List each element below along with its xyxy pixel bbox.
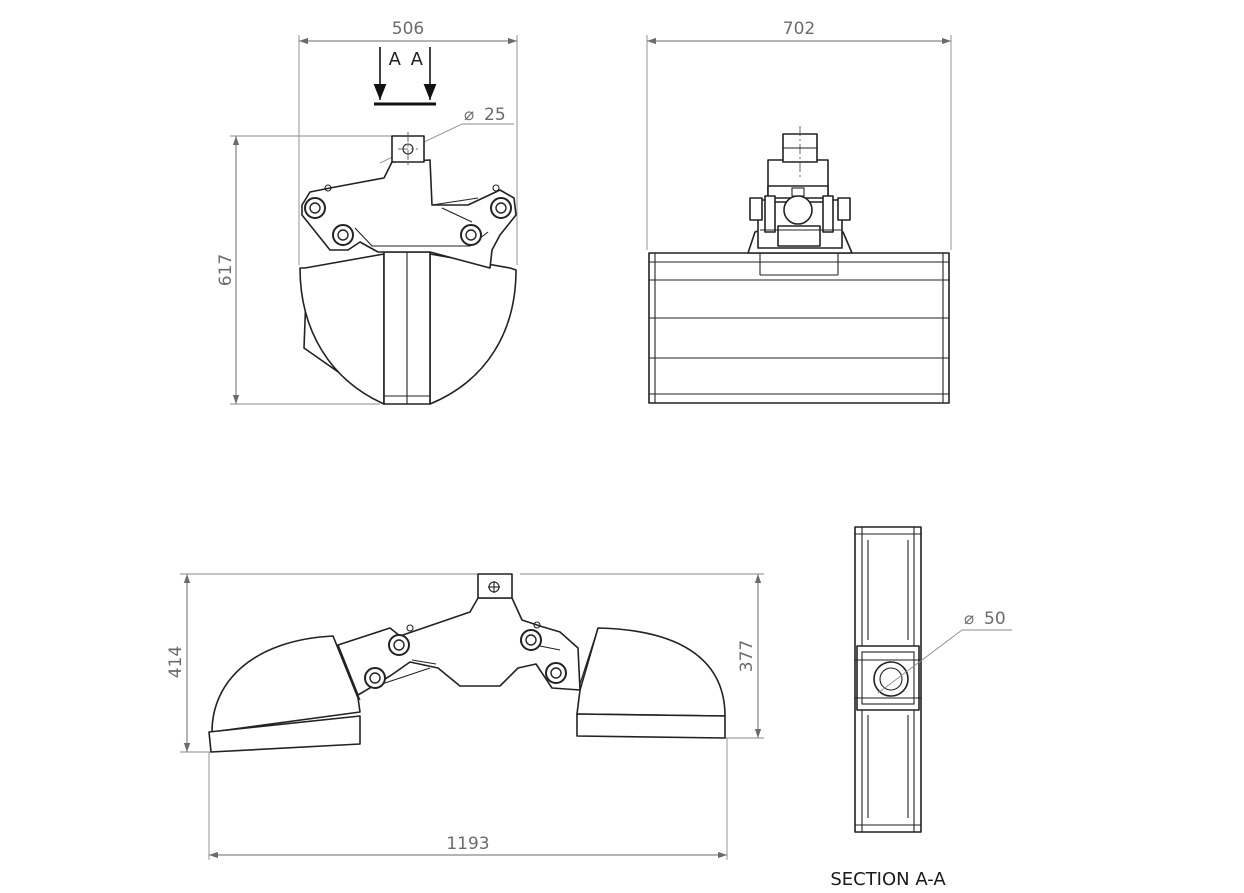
- front-view: 702: [646, 19, 952, 404]
- bolt-bl-2: [364, 667, 386, 689]
- dim-1193-label: 1193: [446, 834, 489, 854]
- dim-617-label: 617: [216, 254, 236, 286]
- section-marker-right: A: [411, 49, 424, 70]
- bolt-tl-3: [490, 197, 512, 219]
- dim-d25-label: 25: [484, 105, 506, 125]
- dim-d50-symbol: ⌀: [964, 609, 974, 629]
- closed-grab-side-view: 506 617 A A ⌀ 25: [216, 19, 518, 405]
- section-title: SECTION A-A: [830, 869, 946, 890]
- section-marker-left: A: [389, 49, 402, 70]
- section-marker: A A: [373, 47, 437, 106]
- dim-702-label: 702: [783, 19, 815, 39]
- bolt-bl-4: [545, 662, 567, 684]
- bolt-tl-2: [332, 224, 354, 246]
- dim-414-label: 414: [166, 646, 186, 678]
- bolt-bl-1: [388, 634, 410, 656]
- dim-d50-label: 50: [984, 609, 1006, 629]
- dim-377-label: 377: [737, 640, 757, 672]
- bolt-bl-3: [520, 629, 542, 651]
- section-aa-view: ⌀ 50 SECTION A-A: [830, 526, 1012, 890]
- dim-506-label: 506: [392, 19, 424, 39]
- bolt-tl-4: [460, 224, 482, 246]
- dim-d25-symbol: ⌀: [464, 105, 474, 125]
- bolt-tl-1: [304, 197, 326, 219]
- open-grab-view: 414 377 1193: [166, 573, 764, 860]
